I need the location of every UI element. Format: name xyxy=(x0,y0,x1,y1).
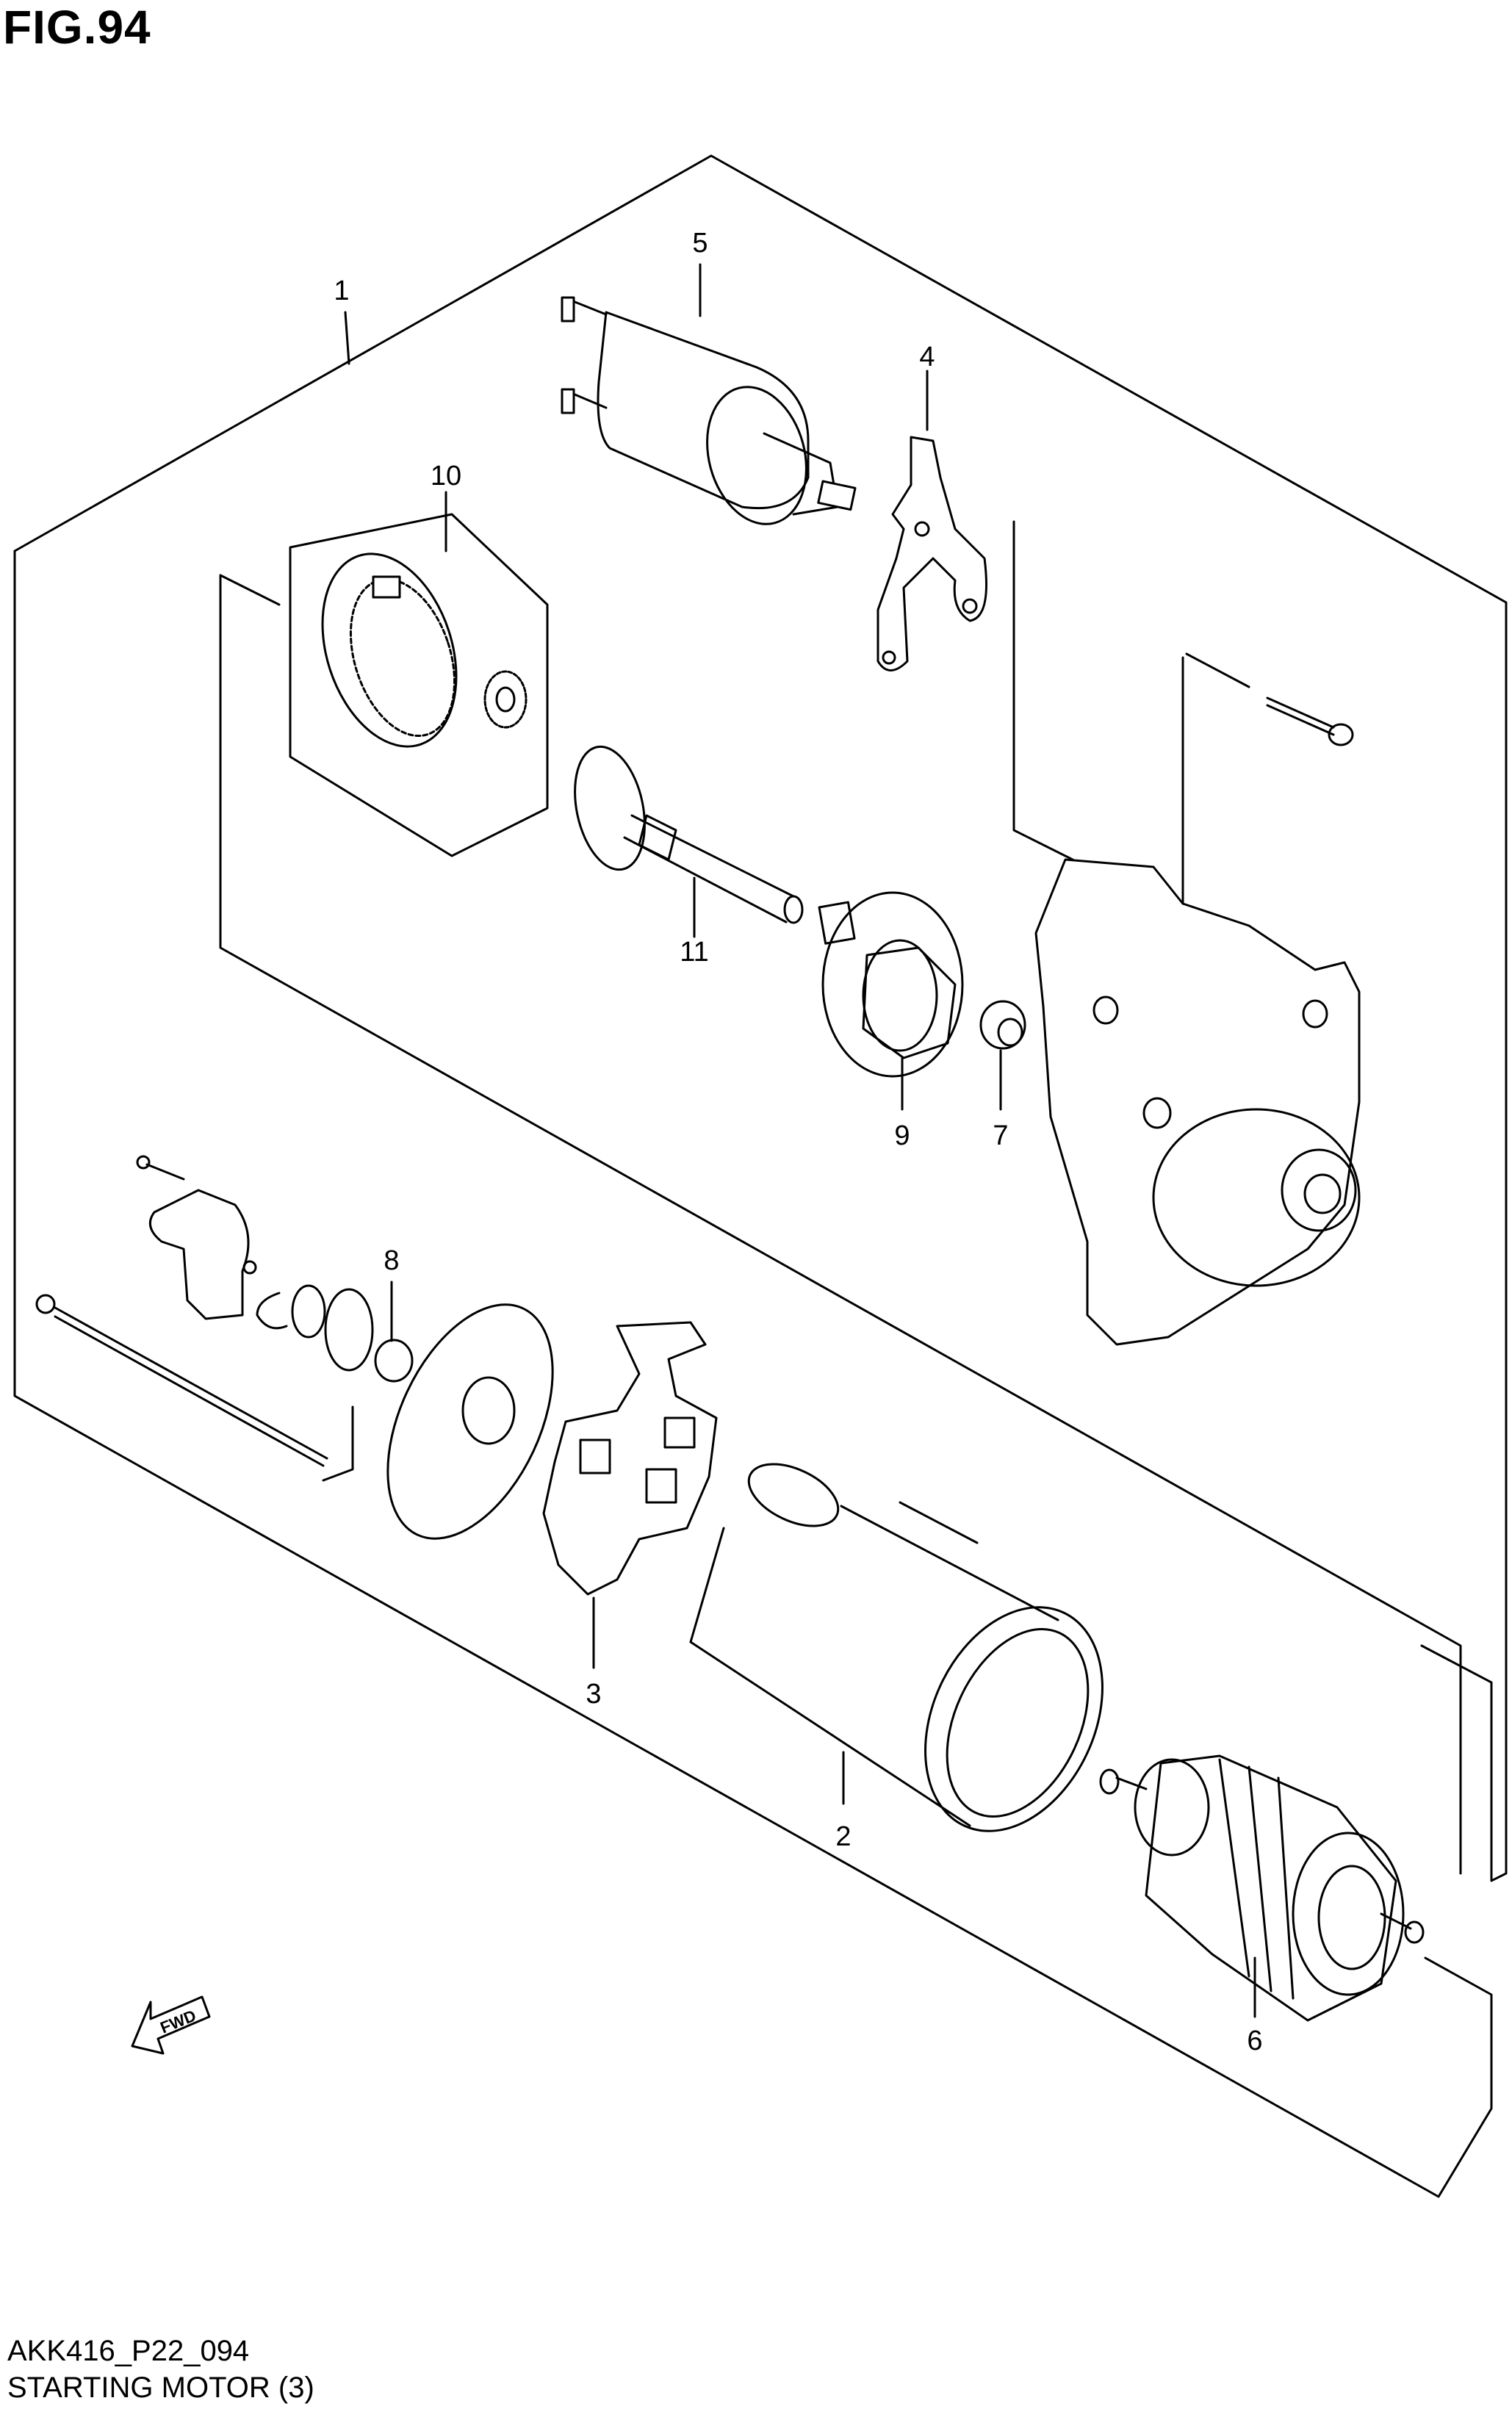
callout-5: 5 xyxy=(692,228,708,259)
callout-2: 2 xyxy=(835,1821,851,1852)
gear-shaft xyxy=(574,745,804,924)
pinion-clutch xyxy=(818,891,964,1078)
callout-7: 7 xyxy=(993,1120,1008,1151)
gear-box-outline xyxy=(289,513,549,857)
internal-gear-ring xyxy=(321,552,458,748)
assembly-outline xyxy=(13,154,1508,2198)
planet-gear xyxy=(483,670,528,729)
figure-caption: STARTING MOTOR (3) xyxy=(7,2372,314,2404)
shift-lever xyxy=(876,436,987,671)
callout-9: 9 xyxy=(894,1120,910,1151)
callout-4: 4 xyxy=(919,342,935,372)
callout-11: 11 xyxy=(680,937,708,968)
callout-10: 10 xyxy=(431,461,461,491)
through-bolt-top xyxy=(1266,696,1354,746)
front-housing xyxy=(1034,858,1361,1346)
end-cap-assembly xyxy=(136,1155,414,1383)
through-bolt-left xyxy=(35,1294,328,1467)
armature xyxy=(1099,1754,1425,2022)
callout-1: 1 xyxy=(334,276,349,306)
bushing xyxy=(979,1000,1026,1050)
end-frame xyxy=(386,1303,554,1540)
callout-3: 3 xyxy=(586,1679,601,1710)
leader-lines xyxy=(344,263,1256,2018)
figure-code: AKK416_P22_094 xyxy=(7,2335,250,2367)
solenoid-switch xyxy=(561,296,857,525)
figure-title: FIG.94 xyxy=(3,1,151,54)
brush-holder xyxy=(542,1321,718,1596)
callout-8: 8 xyxy=(384,1245,399,1276)
yoke-housing xyxy=(689,1463,1104,1832)
callout-labels: 1 2 3 4 5 6 7 8 9 10 11 xyxy=(334,228,1262,2056)
callout-6: 6 xyxy=(1247,2025,1262,2056)
fwd-arrow-icon: FWD xyxy=(131,1995,211,2055)
